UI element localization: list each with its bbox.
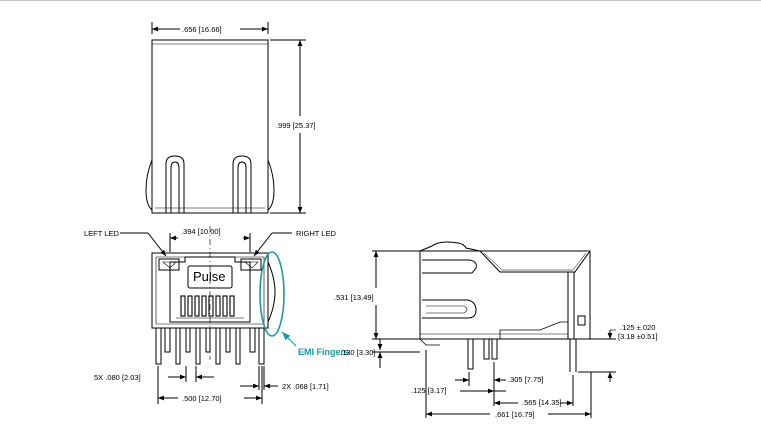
right-led-label: RIGHT LED — [296, 229, 336, 238]
pulse-logo: Pulse — [193, 269, 226, 284]
dim-305: .305 [7.75] — [508, 375, 544, 384]
emi-callout — [259, 251, 297, 347]
side-height-dim: .531 [13.49] — [334, 293, 374, 302]
dim-661: .661 [16.79] — [495, 410, 535, 419]
led-spacing-dim: .394 [10.00] — [181, 227, 221, 236]
standoff-dim: .130 [3.30] — [340, 348, 376, 357]
pin-pitch-dim: 5X .080 [2.03] — [94, 373, 141, 382]
top-width-dim: .656 [16.66] — [182, 25, 222, 34]
pin-length-dim: .125 ±.020 — [620, 323, 656, 332]
pin-span-dim: .500 [12.70] — [182, 394, 222, 403]
left-led-label: LEFT LED — [84, 229, 119, 238]
dim-125: .125 [3.17] — [411, 386, 447, 395]
emi-fingers — [267, 261, 276, 323]
top-view — [145, 22, 306, 214]
dim-565: .565 [14.35] — [522, 398, 562, 407]
pin-length-dim-metric: [3.18 ±0.51] — [618, 332, 658, 341]
tab-dim: 2X .068 [1.71] — [282, 382, 329, 391]
top-border-line — [0, 0, 761, 1]
side-view — [372, 241, 616, 418]
top-height-dim: .999 [25.37] — [276, 121, 316, 130]
emi-fingers-label: EMI Fingers — [298, 347, 350, 357]
front-view — [120, 226, 292, 404]
